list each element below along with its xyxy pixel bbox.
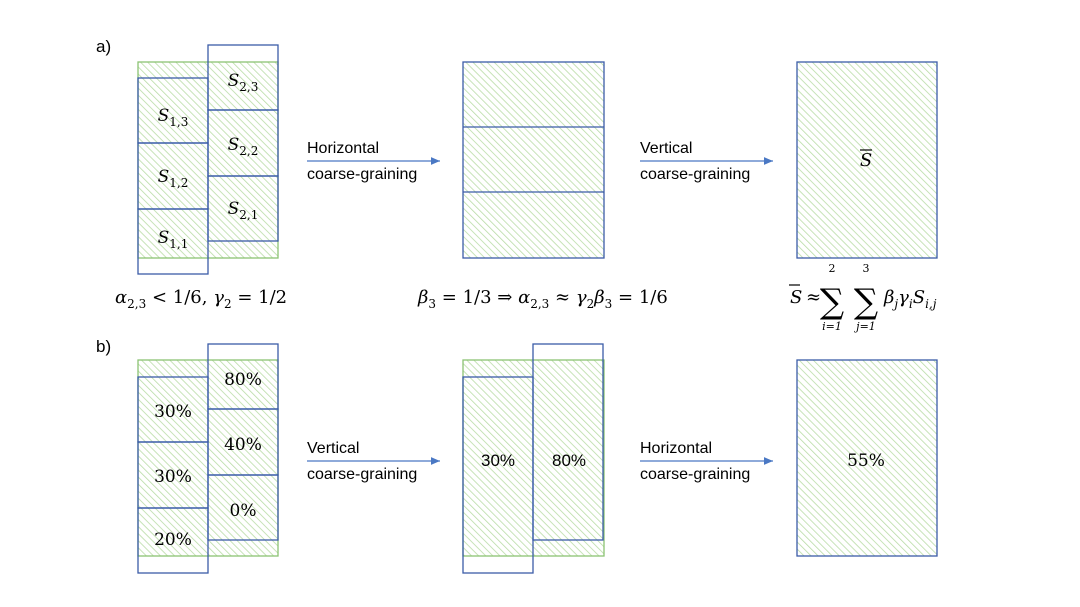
horizontal-coarse-box [462,61,605,259]
cell-value: 30% [154,402,192,422]
panel-b-arrow-2: Horizontal coarse-graining [640,440,773,483]
equation-2: β3 = 1/3 ⇒ α2,3 ≈ γ2β3 = 1/6 [417,287,668,311]
cell-s21 [207,175,279,242]
cell-value: 0% [230,501,257,521]
cell-value: 20% [154,530,192,550]
equation-3: S ≈ 2 ∑ i=1 3 ∑ j=1 βjγiSi,j [789,262,937,333]
cell-label-s11: S1,1 [158,228,189,251]
cell-label-s21: S2,1 [228,199,259,222]
cell-value: 30% [154,467,192,487]
cell-value: 80% [224,370,262,390]
cell-label-s13: S1,3 [158,106,189,129]
sum2-bottom: j=1 [853,320,876,333]
panel-a-result: S [796,61,938,259]
column-value: 80% [552,451,586,470]
arrow-label-line1: Horizontal [307,140,379,157]
panel-a-arrow-1: Horizontal coarse-graining [307,140,440,183]
equation-1: α2,3 < 1/6, γ2 = 1/2 [115,287,287,311]
arrow-label-line1: Horizontal [640,440,712,457]
cell-label-s22: S2,2 [228,135,259,158]
panel-a-middle-grid [462,61,605,259]
arrow-label-line2: coarse-graining [640,466,750,483]
eq3-approx: ≈ [806,287,821,308]
vertical-coarse-box [796,61,938,259]
panel-b-input-grid: 30% 30% 20% 80% 40% 0% [137,343,279,574]
panel-b-label: b) [96,337,111,356]
cell-b-right-bottom [207,474,279,541]
column-value: 30% [481,451,515,470]
sigma-icon: ∑ [820,282,844,322]
panel-b-middle-grid: 30% 80% [462,343,605,574]
column-right [532,343,604,541]
cell-label-s12: S1,2 [158,167,189,190]
arrow-label-line2: coarse-graining [307,166,417,183]
sigma-icon: ∑ [854,282,878,322]
arrow-label-line1: Vertical [640,140,692,157]
result-value: 55% [847,451,885,471]
eq3-lhs: S [790,287,802,308]
s-bar-label: S [860,150,872,171]
cell-value: 40% [224,435,262,455]
arrow-label-line2: coarse-graining [307,466,417,483]
sum1-top: 2 [829,262,836,275]
result-box [796,359,938,557]
sum1-bottom: i=1 [822,320,842,333]
arrow-label-line2: coarse-graining [640,166,750,183]
cell-label-s23: S2,3 [228,71,259,94]
eq3-terms: βjγiSi,j [883,287,937,311]
panel-b-arrow-1: Vertical coarse-graining [307,440,440,483]
panel-b-result: 55% [796,359,938,557]
arrow-label-line1: Vertical [307,440,359,457]
panel-a-label: a) [96,37,111,56]
sum2-top: 3 [863,262,870,275]
panel-a-input-grid: S1,3 S1,2 S1,1 S2,3 S2,2 S2,1 [137,44,279,275]
panel-a-arrow-2: Vertical coarse-graining [640,140,773,183]
